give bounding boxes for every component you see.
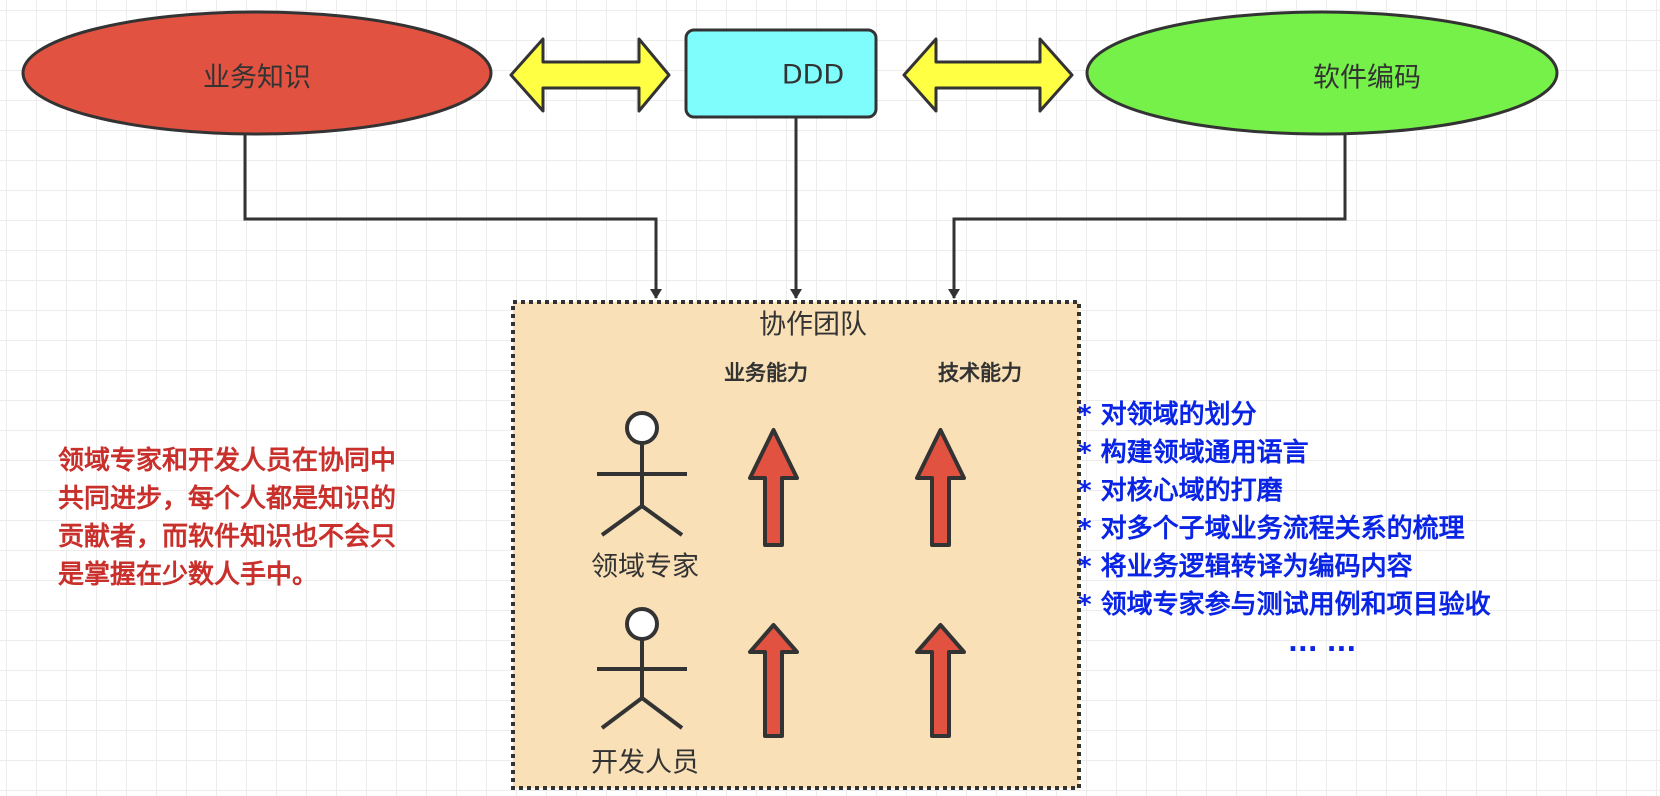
collaboration-note: 领域专家和开发人员在协同中 共同进步，每个人都是知识的 贡献者，而软件知识也不会… [58,442,478,594]
capability-arrow-dev-tech [915,623,966,738]
capability-arrow-expert-business [748,428,799,547]
activity-item: * 构建领域通用语言 [1078,438,1309,468]
note-line: 领域专家和开发人员在协同中 [58,446,397,476]
software-coding-ellipse[interactable] [1085,10,1559,136]
capability-arrow-expert-tech [915,428,966,547]
note-line: 共同进步，每个人都是知识的 [58,484,397,514]
actor-developer-figure [597,607,687,730]
team-group-box[interactable] [511,300,1081,790]
software-coding-label: 软件编码 [1313,62,1421,94]
capability-header-tech: 技术能力 [938,361,1022,385]
capability-arrow-dev-business [748,623,799,738]
actor-domain-expert-label: 领域专家 [591,551,699,583]
activities-list: * 对领域的划分 * 构建领域通用语言 * 对核心域的打磨 * 对多个子域业务流… [1078,396,1491,662]
connector-coding-to-team [948,133,1347,299]
activity-item: * 对领域的划分 [1078,400,1257,430]
business-knowledge-ellipse[interactable] [21,10,493,136]
team-title: 协作团队 [759,309,867,341]
double-arrow-right [902,37,1074,113]
actor-developer-label: 开发人员 [591,747,699,779]
capability-header-business: 业务能力 [724,361,808,385]
ddd-label: DDD [781,59,845,91]
connector-business-to-team [243,133,662,299]
business-knowledge-label: 业务知识 [203,62,311,94]
activity-item: * 领域专家参与测试用例和项目验收 [1078,590,1491,620]
activity-item: * 对多个子域业务流程关系的梳理 [1078,514,1465,544]
actor-domain-expert-figure [597,411,687,537]
activity-item: * 对核心域的打磨 [1078,476,1283,506]
activities-ellipsis: ... ... [1288,628,1357,658]
double-arrow-left [509,37,671,113]
note-line: 贡献者，而软件知识也不会只 [58,522,397,552]
ddd-box[interactable] [684,28,878,119]
note-line: 是掌握在少数人手中。 [58,560,319,590]
activity-item: * 将业务逻辑转译为编码内容 [1078,552,1413,582]
